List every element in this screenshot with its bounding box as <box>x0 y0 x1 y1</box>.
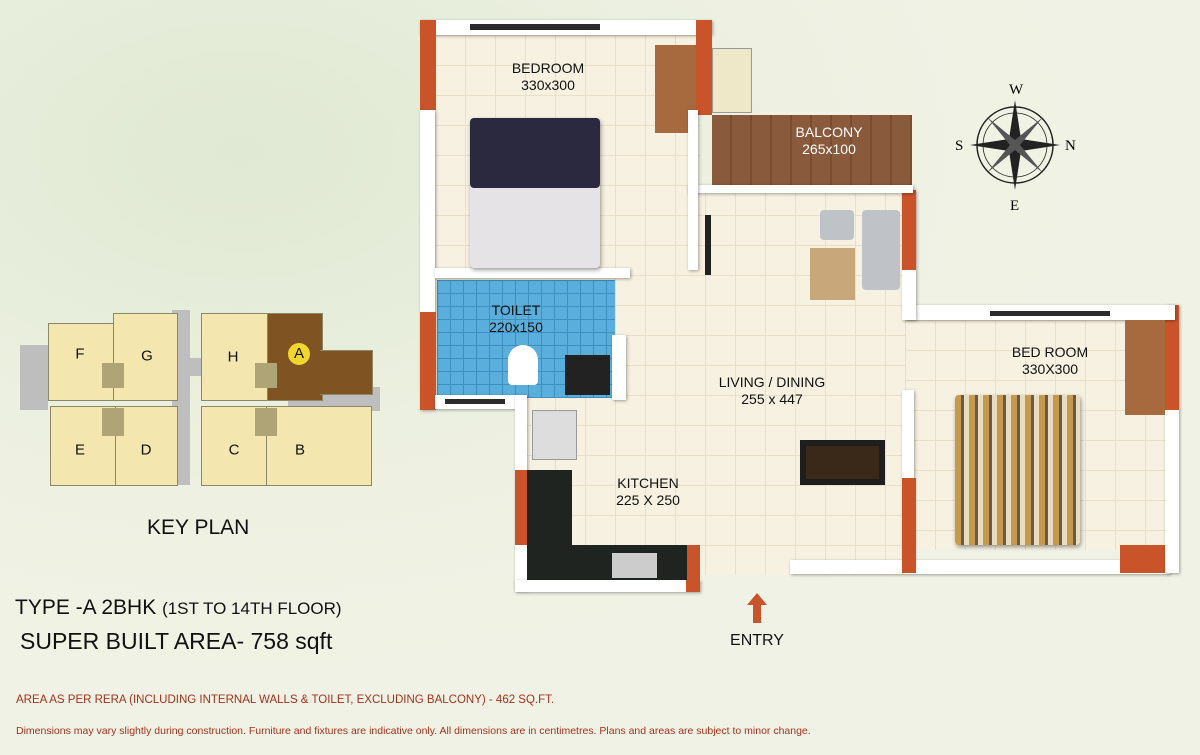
wall <box>420 20 436 110</box>
bed <box>955 395 1080 545</box>
type-heading: TYPE -A 2BHK (1ST TO 14TH FLOOR) <box>15 596 342 620</box>
armchair <box>820 210 854 240</box>
compass-rose-icon <box>970 100 1060 190</box>
dining-table <box>800 440 885 485</box>
disclaimer: Dimensions may vary slightly during cons… <box>16 725 811 737</box>
key-unit-e <box>50 406 116 486</box>
room-size: 330x300 <box>521 77 575 93</box>
corridor <box>20 345 48 410</box>
key-unit-b <box>266 406 372 486</box>
key-label-c: C <box>228 441 240 459</box>
rera-note: AREA AS PER RERA (INCLUDING INTERNAL WAL… <box>16 694 555 706</box>
wall <box>515 580 700 592</box>
room-size: 220x150 <box>489 319 543 335</box>
window <box>445 399 505 404</box>
compass-s: S <box>955 138 964 154</box>
compass-n: N <box>1065 138 1076 154</box>
entry-arrow-icon <box>747 593 767 623</box>
wardrobe <box>1125 320 1165 415</box>
balcony-floor <box>712 115 912 190</box>
room-name: TOILET <box>491 302 541 318</box>
wall <box>612 335 626 400</box>
wall <box>902 478 916 573</box>
key-label-g: G <box>141 347 153 365</box>
fridge <box>532 410 577 460</box>
wall <box>1165 305 1179 410</box>
room-size: 265x100 <box>802 141 856 157</box>
key-core <box>102 408 124 436</box>
toilet-seat <box>508 345 538 385</box>
room-size: 330X300 <box>1021 361 1079 377</box>
key-plan: F G H A E D C B <box>20 310 380 490</box>
key-unit-a-ext <box>320 350 373 395</box>
window <box>990 311 1110 316</box>
key-core <box>255 363 277 388</box>
wall <box>902 190 916 270</box>
wall <box>515 470 527 545</box>
wall <box>688 185 913 193</box>
wall <box>790 560 1170 574</box>
key-plan-title: KEY PLAN <box>147 516 250 539</box>
stove <box>612 553 657 578</box>
key-core <box>255 408 277 436</box>
kitchen-counter <box>527 545 687 580</box>
key-label-f: F <box>75 345 85 363</box>
key-label-a: A <box>288 343 310 365</box>
wall <box>686 545 700 592</box>
coffee-table <box>810 248 855 300</box>
type-title: TYPE -A 2BHK <box>15 596 157 619</box>
super-built-area: SUPER BUILT AREA- 758 sqft <box>20 628 333 654</box>
compass-w: W <box>1009 82 1024 98</box>
tv <box>705 215 711 275</box>
room-name: BEDROOM <box>511 60 585 76</box>
room-name: BALCONY <box>795 124 863 140</box>
room-name: KITCHEN <box>617 475 679 491</box>
living-floor <box>615 185 910 575</box>
room-size: 225 X 250 <box>616 492 680 508</box>
wall <box>1120 545 1170 573</box>
compass: W S N E <box>955 82 1076 214</box>
key-label-b: B <box>294 441 306 459</box>
key-label-d: D <box>140 441 152 459</box>
type-floors: (1ST TO 14TH FLOOR) <box>162 599 342 618</box>
duct <box>712 48 752 113</box>
window <box>470 24 600 30</box>
key-label-h: H <box>227 348 239 366</box>
wash-basin <box>565 355 610 395</box>
wall <box>696 20 712 115</box>
key-unit-d <box>115 406 178 486</box>
bed-cover <box>470 118 600 188</box>
compass-e: E <box>1010 198 1020 214</box>
wall <box>435 268 630 278</box>
key-label-e: E <box>74 441 86 459</box>
room-name: BED ROOM <box>1011 344 1089 360</box>
room-name: LIVING / DINING <box>718 374 826 390</box>
entry-label: ENTRY <box>730 632 784 649</box>
sofa <box>862 210 900 290</box>
wall <box>688 110 698 270</box>
room-size: 255 x 447 <box>741 391 803 407</box>
key-core <box>102 363 124 388</box>
wall <box>420 312 436 410</box>
